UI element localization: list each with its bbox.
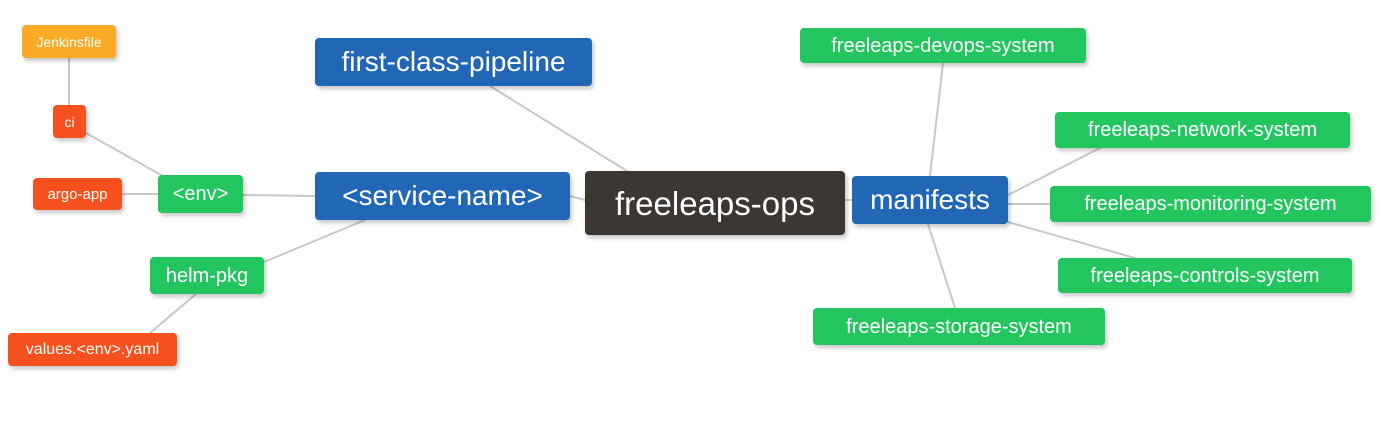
node-env[interactable]: <env> [158,175,243,213]
node-freeleaps-controls-system[interactable]: freeleaps-controls-system [1058,258,1352,293]
node-label-freeleaps-monitoring-system: freeleaps-monitoring-system [1084,193,1337,215]
node-freeleaps-monitoring-system[interactable]: freeleaps-monitoring-system [1050,186,1371,222]
edge-ci-env [85,132,171,181]
node-first-class-pipeline[interactable]: first-class-pipeline [315,38,592,86]
node-manifests[interactable]: manifests [852,176,1008,224]
node-freeleaps-storage-system[interactable]: freeleaps-storage-system [813,308,1105,345]
node-label-manifests: manifests [870,184,990,215]
node-label-first-class-pipeline: first-class-pipeline [341,46,566,77]
node-ci[interactable]: ci [53,105,86,138]
node-label-freeleaps-controls-system: freeleaps-controls-system [1090,264,1320,287]
node-argo-app[interactable]: argo-app [33,178,122,210]
node-label-ci: ci [64,113,75,130]
node-freeleaps-devops-system[interactable]: freeleaps-devops-system [800,28,1086,63]
node-label-argo-app: argo-app [47,185,108,203]
node-service-name[interactable]: <service-name> [315,172,570,220]
edge-manifests-controls [1007,221,1136,259]
edge-firstclass-ops [489,85,628,172]
node-helm-pkg[interactable]: helm-pkg [150,257,264,294]
edge-servicename-ops [569,195,586,201]
node-label-freeleaps-ops: freeleaps-ops [615,184,815,222]
node-label-freeleaps-devops-system: freeleaps-devops-system [831,34,1055,57]
node-label-service-name: <service-name> [342,180,543,211]
edge-valuesyaml-helmpkg [149,293,197,334]
edge-helmpkg-servicename [263,219,366,263]
node-freeleaps-network-system[interactable]: freeleaps-network-system [1055,112,1350,148]
node-label-env: <env> [172,183,229,205]
node-label-values-yaml: values.<env>.yaml [25,340,160,358]
node-label-freeleaps-network-system: freeleaps-network-system [1088,119,1317,141]
node-jenkinsfile[interactable]: Jenkinsfile [22,25,116,58]
node-label-freeleaps-storage-system: freeleaps-storage-system [846,315,1072,338]
edge-env-servicename [242,194,316,197]
node-freeleaps-ops[interactable]: freeleaps-ops [585,171,845,235]
node-values-yaml[interactable]: values.<env>.yaml [8,333,177,366]
node-label-jenkinsfile: Jenkinsfile [36,33,102,50]
node-label-helm-pkg: helm-pkg [165,264,249,287]
edge-manifests-storage [927,223,956,309]
edge-manifests-devops [929,62,944,177]
